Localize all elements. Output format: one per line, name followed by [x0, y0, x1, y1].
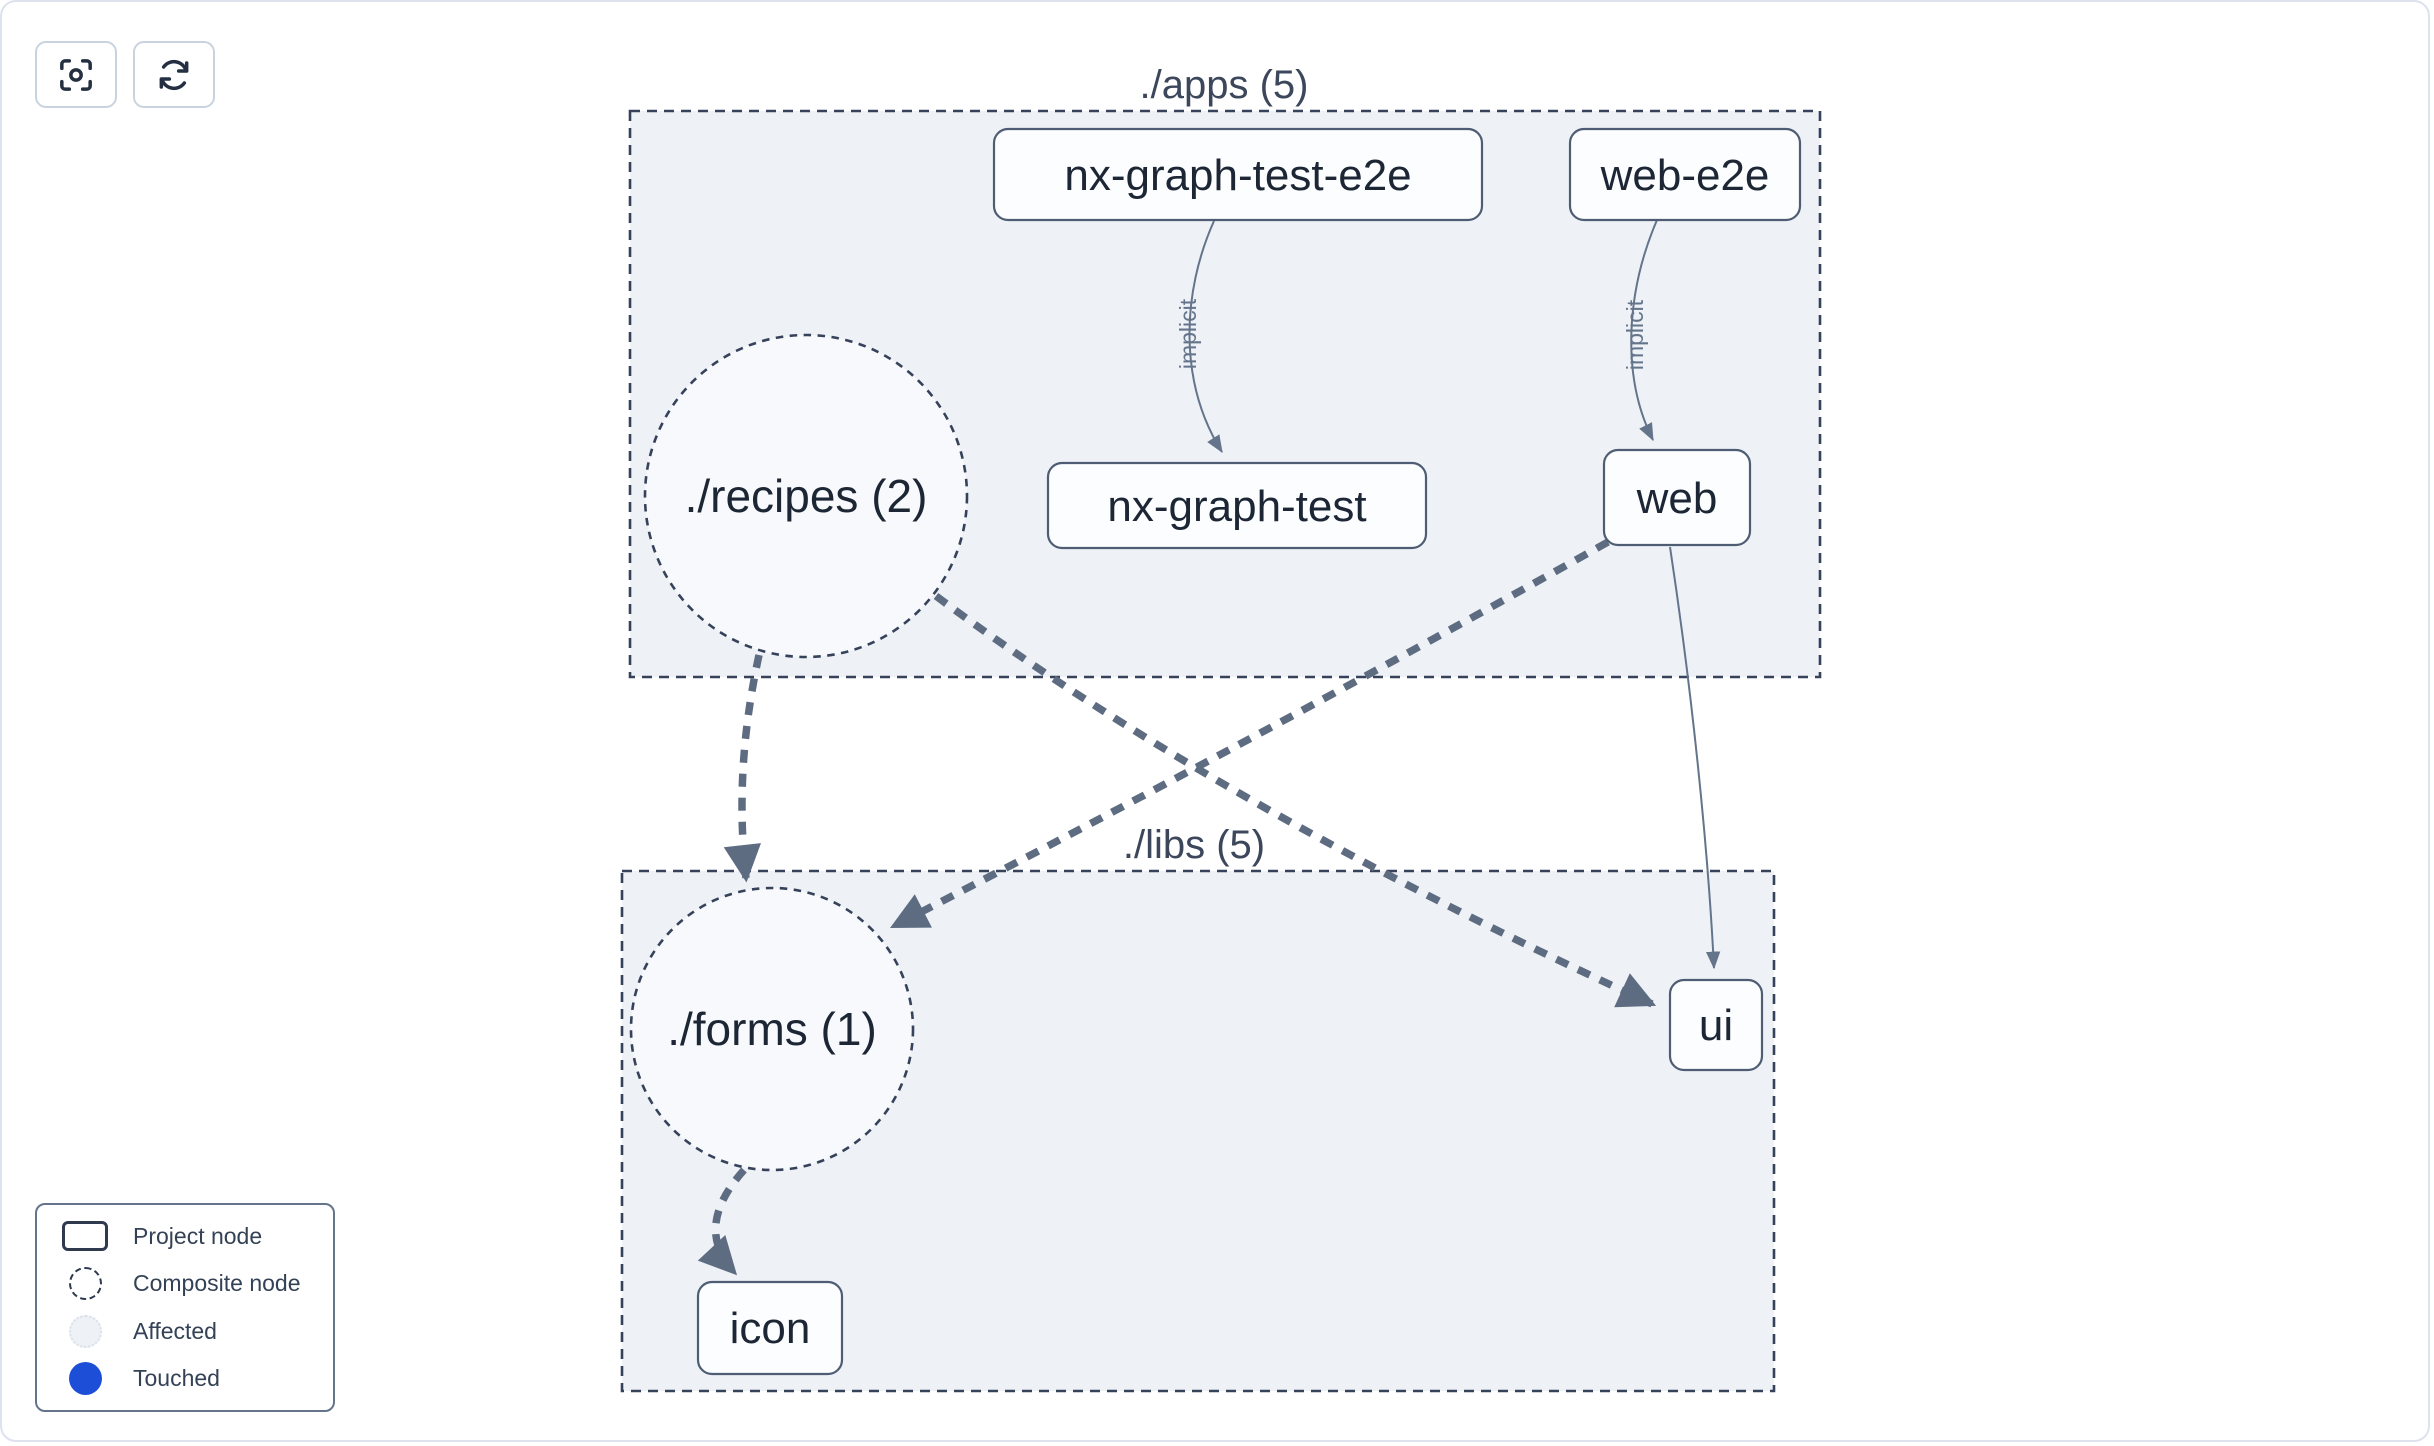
node-label: nx-graph-test-e2e	[1064, 151, 1411, 200]
node-label: web	[1636, 474, 1718, 523]
edge-web-to-ui[interactable]	[1669, 546, 1721, 970]
project-node-ui[interactable]: ui	[1668, 978, 1764, 1072]
edge-nx-graph-test-e2e-to-nx-graph-test[interactable]	[1188, 220, 1223, 454]
legend-item-composite-node: Composite node	[37, 1262, 333, 1306]
legend-item-affected: Affected	[37, 1309, 333, 1353]
legend-item-project-node: Project node	[37, 1214, 333, 1258]
toolbar	[35, 41, 215, 108]
node-label: icon	[730, 1304, 811, 1353]
composite-node-icon	[37, 1267, 133, 1301]
legend-label: Composite node	[133, 1270, 301, 1297]
edge-label-implicit-2: implicit	[1622, 299, 1648, 370]
refresh-button[interactable]	[133, 41, 215, 108]
refresh-icon	[154, 55, 194, 95]
node-label: ui	[1699, 1001, 1733, 1050]
edge-web-e2e-to-web[interactable]	[1630, 219, 1658, 442]
project-node-icon	[37, 1221, 133, 1252]
legend-label: Project node	[133, 1222, 263, 1249]
node-label: web-e2e	[1600, 151, 1770, 200]
legend-item-touched: Touched	[37, 1357, 333, 1401]
node-label: nx-graph-test	[1107, 482, 1366, 531]
project-node-icon[interactable]: icon	[696, 1280, 844, 1376]
project-node-web-e2e[interactable]: web-e2e	[1568, 127, 1802, 222]
project-node-nx-graph-test-e2e[interactable]: nx-graph-test-e2e	[992, 127, 1484, 222]
composite-label-forms: ./forms (1)	[667, 1003, 877, 1055]
group-label-apps: ./apps (5)	[1140, 63, 1309, 107]
edge-recipes-to-ui[interactable]	[933, 592, 1657, 1008]
touched-circle-icon	[37, 1362, 133, 1396]
edge-forms-to-icon[interactable]	[697, 1167, 747, 1276]
project-node-nx-graph-test[interactable]: nx-graph-test	[1046, 461, 1428, 550]
composite-node-forms[interactable]	[629, 886, 915, 1172]
legend: Project node Composite node Affected Tou…	[35, 1203, 335, 1412]
project-node-web[interactable]: web	[1602, 448, 1752, 547]
edge-recipes-to-forms[interactable]	[723, 654, 763, 883]
edge-label-implicit-1: implicit	[1175, 298, 1201, 369]
legend-label: Affected	[133, 1317, 217, 1344]
focus-icon	[56, 55, 96, 95]
composite-label-recipes: ./recipes (2)	[685, 470, 928, 522]
center-graph-button[interactable]	[35, 41, 117, 108]
edge-web-to-forms[interactable]	[889, 538, 1610, 930]
group-label-libs: ./libs (5)	[1123, 823, 1265, 867]
affected-circle-icon	[37, 1314, 133, 1348]
legend-label: Touched	[133, 1365, 220, 1392]
composite-node-recipes[interactable]	[643, 333, 969, 659]
